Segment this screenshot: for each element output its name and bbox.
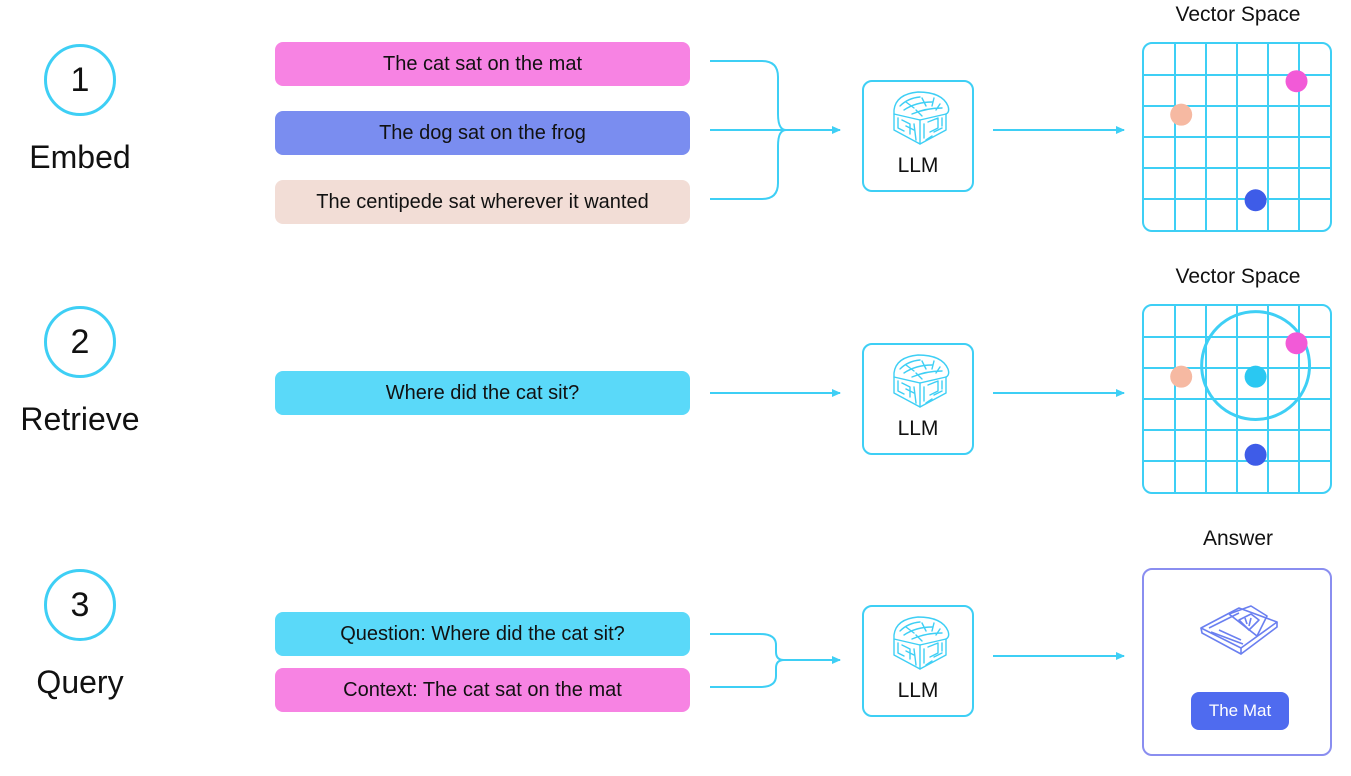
input-sentence: The centipede sat wherever it wanted: [275, 180, 690, 224]
vector-point: [1170, 103, 1193, 126]
mat-icon: [1200, 605, 1278, 655]
vector-point: [1170, 365, 1193, 388]
query-sentence: Where did the cat sit?: [275, 371, 690, 415]
vector-space-grid: [1142, 304, 1332, 494]
brain-cube-icon: [893, 91, 950, 145]
vector-point: [1244, 365, 1267, 388]
answer-panel: The Mat: [1142, 568, 1332, 756]
vector-point: [1244, 443, 1267, 466]
llm-model-box: LLM: [862, 80, 974, 192]
brain-cube-icon: [893, 354, 950, 408]
step-number: 3: [70, 585, 90, 624]
step-label: Query: [36, 664, 124, 700]
step-number-badge: 1: [44, 44, 116, 116]
step-label: Retrieve: [20, 401, 140, 437]
vector-point: [1285, 70, 1308, 93]
input-sentence-text: The centipede sat wherever it wanted: [316, 190, 649, 213]
question-pill: Question: Where did the cat sit?: [275, 612, 690, 656]
vector-space-title: Vector Space: [1175, 3, 1301, 26]
answer-title: Answer: [1202, 527, 1274, 550]
step-number-badge: 2: [44, 306, 116, 378]
step-number: 2: [70, 322, 90, 361]
step-label: Embed: [29, 139, 131, 175]
vector-point: [1244, 189, 1267, 212]
input-sentence: The cat sat on the mat: [275, 42, 690, 86]
llm-label: LLM: [897, 154, 939, 177]
vector-space-grid: [1142, 42, 1332, 232]
brain-cube-icon: [893, 616, 950, 670]
question-text: Question: Where did the cat sit?: [340, 622, 625, 645]
vector-space-plot: [1144, 44, 1330, 230]
context-text: Context: The cat sat on the mat: [343, 678, 622, 701]
brace-connector-1: [710, 60, 787, 200]
context-pill: Context: The cat sat on the mat: [275, 668, 690, 712]
vector-point: [1285, 332, 1308, 355]
input-sentence-text: The cat sat on the mat: [383, 52, 582, 75]
brace-connector-3: [710, 633, 785, 688]
llm-model-box: LLM: [862, 343, 974, 455]
answer-button: The Mat: [1191, 692, 1289, 730]
step-number-badge: 3: [44, 569, 116, 641]
input-sentence: The dog sat on the frog: [275, 111, 690, 155]
llm-label: LLM: [897, 417, 939, 440]
vector-space-plot: [1144, 306, 1330, 492]
llm-model-box: LLM: [862, 605, 974, 717]
input-sentence-text: The dog sat on the frog: [379, 121, 586, 144]
vector-space-title: Vector Space: [1175, 265, 1301, 288]
llm-label: LLM: [897, 679, 939, 702]
query-sentence-text: Where did the cat sit?: [385, 381, 580, 404]
step-number: 1: [70, 60, 90, 99]
retrieval-radius: [1200, 310, 1312, 421]
